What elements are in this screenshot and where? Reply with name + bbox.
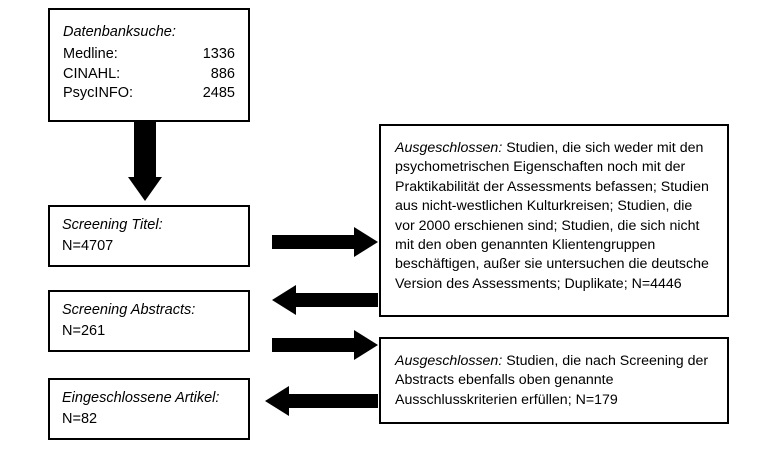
arrow-head bbox=[128, 177, 162, 201]
database-search-box: Datenbanksuche: Medline: 1336 CINAHL: 88… bbox=[48, 8, 250, 122]
exclusion-content-abstracts: Ausgeschlossen: Studien, die nach Screen… bbox=[381, 339, 727, 410]
exclusion-text-abstracts: Ausgeschlossen: Studien, die nach Screen… bbox=[395, 352, 713, 410]
database-row-psycinfo: PsycINFO: 2485 bbox=[63, 84, 235, 104]
arrow-shaft bbox=[294, 293, 378, 307]
stage-title-screening-titel: Screening Titel: bbox=[62, 217, 163, 233]
arrow-db-to-screening-titel-icon bbox=[128, 122, 162, 201]
arrow-head bbox=[354, 330, 378, 360]
database-count-cinahl: 886 bbox=[210, 65, 235, 82]
database-count-medline: 1336 bbox=[202, 46, 235, 62]
exclusion-lead-abstracts: Ausgeschlossen: bbox=[395, 353, 503, 369]
arrow-shaft bbox=[272, 338, 356, 352]
stage-box-screening-titel: Screening Titel: N=4707 bbox=[48, 205, 250, 267]
stage-content-screening-abstracts: Screening Abstracts: N=261 bbox=[50, 292, 248, 342]
stage-content-screening-titel: Screening Titel: N=4707 bbox=[50, 207, 248, 257]
stage-box-screening-abstracts: Screening Abstracts: N=261 bbox=[48, 290, 250, 352]
exclusion-body-titel: Studien, die sich weder mit den psychome… bbox=[395, 140, 709, 292]
arrow-screening-titel-to-exclusion-icon bbox=[272, 227, 378, 257]
stage-title-screening-abstracts: Screening Abstracts: bbox=[62, 302, 196, 318]
arrow-screening-abstracts-to-exclusion-icon bbox=[272, 330, 378, 360]
database-row-cinahl: CINAHL: 886 bbox=[63, 65, 235, 85]
database-search-content: Datenbanksuche: Medline: 1336 CINAHL: 88… bbox=[50, 10, 248, 104]
exclusion-text-titel: Ausgeschlossen: Studien, die sich weder … bbox=[395, 139, 713, 294]
exclusion-content-titel: Ausgeschlossen: Studien, die sich weder … bbox=[381, 126, 727, 294]
arrow-shaft bbox=[287, 394, 378, 408]
arrow-exclusion-to-included-icon bbox=[265, 386, 378, 416]
exclusion-lead-titel: Ausgeschlossen: bbox=[395, 140, 503, 156]
database-row-medline: Medline: 1336 bbox=[63, 45, 235, 65]
database-name-cinahl: CINAHL: bbox=[63, 65, 121, 82]
database-count-psycinfo: 2485 bbox=[202, 85, 235, 101]
database-name-psycinfo: PsycINFO: bbox=[63, 85, 134, 101]
database-name-medline: Medline: bbox=[63, 46, 118, 62]
arrow-head bbox=[265, 386, 289, 416]
arrow-head bbox=[272, 285, 296, 315]
arrow-shaft bbox=[272, 235, 356, 249]
arrow-head bbox=[354, 227, 378, 257]
stage-count-screening-abstracts: N=261 bbox=[62, 323, 106, 339]
arrow-shaft bbox=[134, 122, 156, 177]
stage-title-eingeschlossene-artikel: Eingeschlossene Artikel: bbox=[62, 390, 220, 406]
database-search-title: Datenbanksuche: bbox=[63, 24, 176, 40]
stage-box-eingeschlossene-artikel: Eingeschlossene Artikel: N=82 bbox=[48, 378, 250, 440]
exclusion-body-abstracts: Studien, die nach Screening der Abstract… bbox=[395, 353, 709, 408]
exclusion-box-titel: Ausgeschlossen: Studien, die sich weder … bbox=[379, 124, 729, 317]
exclusion-box-abstracts: Ausgeschlossen: Studien, die nach Screen… bbox=[379, 337, 729, 424]
stage-content-eingeschlossene-artikel: Eingeschlossene Artikel: N=82 bbox=[50, 380, 248, 430]
stage-count-eingeschlossene-artikel: N=82 bbox=[62, 411, 98, 427]
arrow-exclusion-to-screening-abstracts-icon bbox=[272, 285, 378, 315]
stage-count-screening-titel: N=4707 bbox=[62, 238, 114, 254]
